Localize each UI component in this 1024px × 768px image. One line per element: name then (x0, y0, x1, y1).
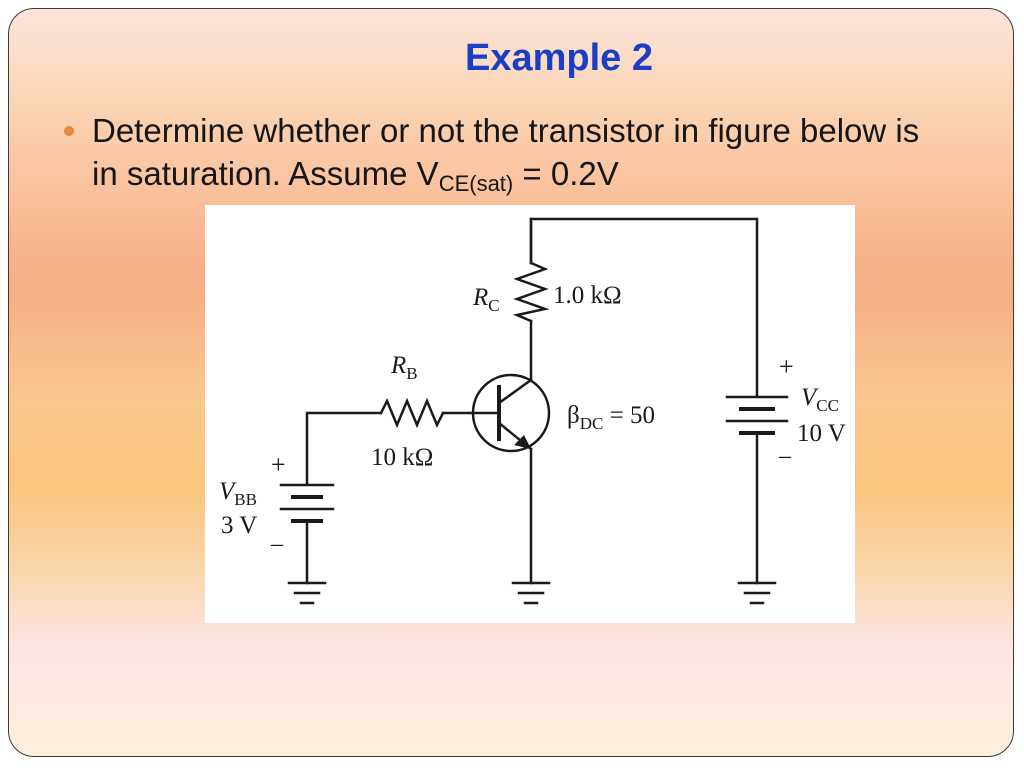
circuit-figure: RC 1.0 kΩ RB 10 kΩ βDC = 50 + VCC 10 V –… (205, 205, 855, 623)
rb-value: 10 kΩ (371, 444, 433, 471)
vbb-plus: + (271, 450, 286, 479)
bullet-subscript: CE(sat) (438, 171, 514, 196)
slide: Example 2 Determine whether or not the t… (8, 8, 1014, 757)
rc-resistor-icon (512, 261, 550, 323)
bullet-dot-icon (64, 126, 74, 136)
ground-icon-left (287, 581, 327, 605)
vbb-top-wire (305, 411, 383, 485)
beta-label: βDC = 50 (567, 402, 655, 433)
slide-title: Example 2 (465, 37, 653, 79)
vcc-value: 10 V (797, 420, 846, 447)
bullet-text-end: = 0.2V (513, 155, 619, 192)
ground-icon-middle (511, 581, 551, 605)
collector-lead (497, 378, 533, 405)
vcc-minus: – (778, 443, 792, 469)
bullet-text-main: Determine whether or not the transistor … (92, 112, 920, 192)
vbb-value: 3 V (221, 512, 257, 539)
rb-resistor-icon (379, 397, 445, 429)
emitter-arrow-icon (514, 435, 531, 449)
ground-icon-right (737, 581, 777, 605)
bullet-item: Determine whether or not the transistor … (64, 109, 924, 205)
rc-label: RC (472, 284, 500, 315)
vcc-plus: + (779, 352, 794, 381)
vbb-label: VBB (219, 478, 257, 509)
circuit-diagram: RC 1.0 kΩ RB 10 kΩ βDC = 50 + VCC 10 V –… (219, 217, 846, 605)
vbb-minus: – (270, 531, 284, 557)
rb-label: RB (390, 352, 418, 383)
vcc-label: VCC (801, 384, 839, 415)
bullet-text: Determine whether or not the transistor … (92, 109, 924, 205)
rc-value: 1.0 kΩ (553, 282, 622, 309)
